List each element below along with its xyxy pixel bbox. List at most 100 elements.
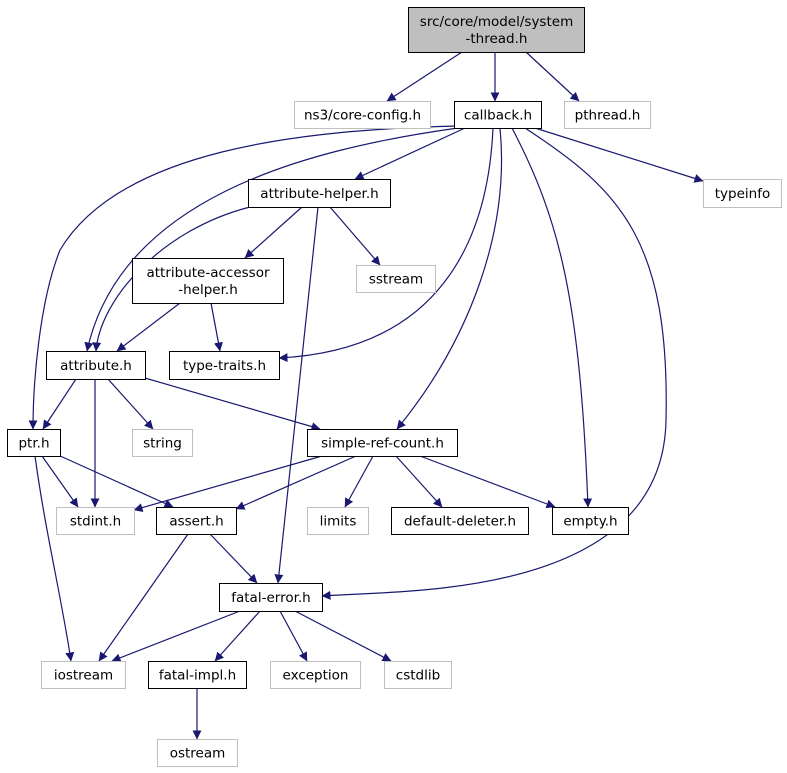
node-cstdlib-label: cstdlib bbox=[396, 668, 440, 684]
edge-callback-to-attribute-helper bbox=[354, 127, 466, 180]
node-empty: empty.h bbox=[552, 507, 629, 535]
edge-callback-to-fatal-error bbox=[321, 127, 667, 600]
edge-simple-ref-count-to-assert bbox=[235, 455, 357, 510]
edge-attribute-helper-to-attribute-accessor-helper bbox=[244, 206, 303, 259]
node-root: src/core/model/system-thread.h bbox=[408, 7, 585, 53]
node-iostream-label: iostream bbox=[54, 668, 113, 684]
node-simple-ref-count-label: simple-ref-count.h bbox=[321, 436, 444, 452]
node-pthread-label: pthread.h bbox=[575, 108, 641, 124]
node-default-deleter-box bbox=[391, 507, 529, 535]
node-ns3-core-config: ns3/core-config.h bbox=[294, 101, 431, 129]
node-fatal-error: fatal-error.h bbox=[219, 583, 323, 612]
node-string: string bbox=[132, 429, 193, 457]
edge-attribute-helper-to-sstream bbox=[329, 206, 381, 266]
edge-callback-to-type-traits bbox=[278, 127, 494, 363]
edge-callback-to-empty bbox=[511, 127, 593, 508]
node-type-traits-label: type-traits.h bbox=[183, 358, 266, 374]
node-typeinfo-box bbox=[703, 179, 782, 208]
node-exception: exception bbox=[270, 661, 361, 689]
edge-assert-to-fatal-error bbox=[209, 533, 258, 584]
node-assert-box bbox=[156, 507, 237, 535]
node-ptr: ptr.h bbox=[7, 429, 61, 457]
node-ostream-box bbox=[157, 739, 238, 767]
edge-callback-to-attribute bbox=[84, 127, 459, 352]
edge-fatal-error-to-cstdlib bbox=[294, 610, 392, 662]
node-sstream-label: sstream bbox=[369, 272, 423, 288]
node-attribute-box bbox=[46, 351, 146, 380]
node-attribute-accessor-helper-box bbox=[132, 258, 284, 304]
edge-attribute-to-ptr bbox=[42, 378, 77, 430]
node-string-label: string bbox=[143, 436, 182, 452]
edge-root-to-ns3-core-config bbox=[386, 51, 463, 102]
node-attribute: attribute.h bbox=[46, 351, 146, 380]
node-callback: callback.h bbox=[454, 101, 542, 129]
edge-simple-ref-count-to-stdint bbox=[133, 455, 323, 512]
edge-attribute-accessor-helper-to-attribute bbox=[116, 302, 181, 352]
edge-ptr-to-assert bbox=[57, 454, 174, 508]
node-exception-label: exception bbox=[283, 668, 349, 684]
node-limits-box bbox=[307, 507, 369, 535]
node-ns3-core-config-label: ns3/core-config.h bbox=[304, 108, 421, 124]
node-iostream: iostream bbox=[41, 661, 126, 689]
node-pthread-box bbox=[564, 101, 651, 129]
node-fatal-error-box bbox=[219, 583, 323, 612]
node-fatal-impl: fatal-impl.h bbox=[148, 661, 247, 689]
node-limits-label: limits bbox=[320, 514, 357, 530]
node-ostream-label: ostream bbox=[170, 746, 226, 762]
edges bbox=[28, 51, 704, 740]
node-attribute-accessor-helper-label: attribute-accessor bbox=[146, 265, 270, 281]
node-limits: limits bbox=[307, 507, 369, 535]
edge-fatal-error-to-exception bbox=[279, 610, 308, 662]
node-empty-label: empty.h bbox=[563, 514, 617, 530]
node-sstream: sstream bbox=[356, 265, 436, 293]
node-default-deleter-label: default-deleter.h bbox=[404, 514, 516, 530]
node-stdint-box bbox=[56, 507, 135, 535]
edge-attribute-helper-to-fatal-error bbox=[274, 206, 319, 584]
edge-root-to-pthread bbox=[525, 51, 580, 102]
node-ptr-box bbox=[7, 429, 61, 457]
edge-simple-ref-count-to-empty bbox=[419, 455, 556, 509]
edge-ptr-to-iostream bbox=[34, 455, 75, 662]
node-attribute-accessor-helper-label: -helper.h bbox=[178, 282, 238, 298]
node-typeinfo: typeinfo bbox=[703, 179, 782, 208]
node-assert: assert.h bbox=[156, 507, 237, 535]
node-root-box bbox=[408, 7, 585, 53]
node-callback-box bbox=[454, 101, 542, 129]
node-type-traits: type-traits.h bbox=[169, 351, 280, 380]
node-attribute-helper-box bbox=[248, 179, 391, 208]
node-cstdlib: cstdlib bbox=[384, 661, 452, 689]
node-pthread: pthread.h bbox=[564, 101, 651, 129]
node-attribute-helper-label: attribute-helper.h bbox=[260, 186, 378, 202]
node-ptr-label: ptr.h bbox=[18, 436, 49, 452]
edge-fatal-error-to-fatal-impl bbox=[214, 610, 261, 662]
node-simple-ref-count-box bbox=[307, 429, 458, 457]
edge-callback-to-ptr bbox=[28, 125, 457, 430]
edge-callback-to-simple-ref-count bbox=[396, 127, 503, 430]
node-attribute-label: attribute.h bbox=[60, 358, 132, 374]
node-root-label: -thread.h bbox=[466, 31, 528, 47]
edge-callback-to-typeinfo bbox=[534, 127, 704, 183]
edge-simple-ref-count-to-limits bbox=[344, 455, 374, 508]
nodes: src/core/model/system-thread.h ns3/core-c… bbox=[7, 7, 782, 767]
node-fatal-error-label: fatal-error.h bbox=[231, 590, 311, 606]
node-empty-box bbox=[552, 507, 629, 535]
node-stdint: stdint.h bbox=[56, 507, 135, 535]
node-fatal-impl-label: fatal-impl.h bbox=[159, 668, 236, 684]
node-fatal-impl-box bbox=[148, 661, 247, 689]
node-string-box bbox=[132, 429, 193, 457]
edge-attribute-to-simple-ref-count bbox=[144, 377, 321, 431]
node-cstdlib-box bbox=[384, 661, 452, 689]
edge-attribute-accessor-helper-to-type-traits bbox=[210, 302, 223, 352]
node-type-traits-box bbox=[169, 351, 280, 380]
edge-ptr-to-stdint bbox=[41, 455, 79, 508]
node-attribute-helper: attribute-helper.h bbox=[248, 179, 391, 208]
node-iostream-box bbox=[41, 661, 126, 689]
node-stdint-label: stdint.h bbox=[70, 514, 121, 530]
node-sstream-box bbox=[356, 265, 436, 293]
node-ostream: ostream bbox=[157, 739, 238, 767]
node-root-label: src/core/model/system bbox=[420, 14, 573, 30]
node-ns3-core-config-box bbox=[294, 101, 431, 129]
edge-assert-to-iostream bbox=[98, 533, 189, 662]
node-simple-ref-count: simple-ref-count.h bbox=[307, 429, 458, 457]
